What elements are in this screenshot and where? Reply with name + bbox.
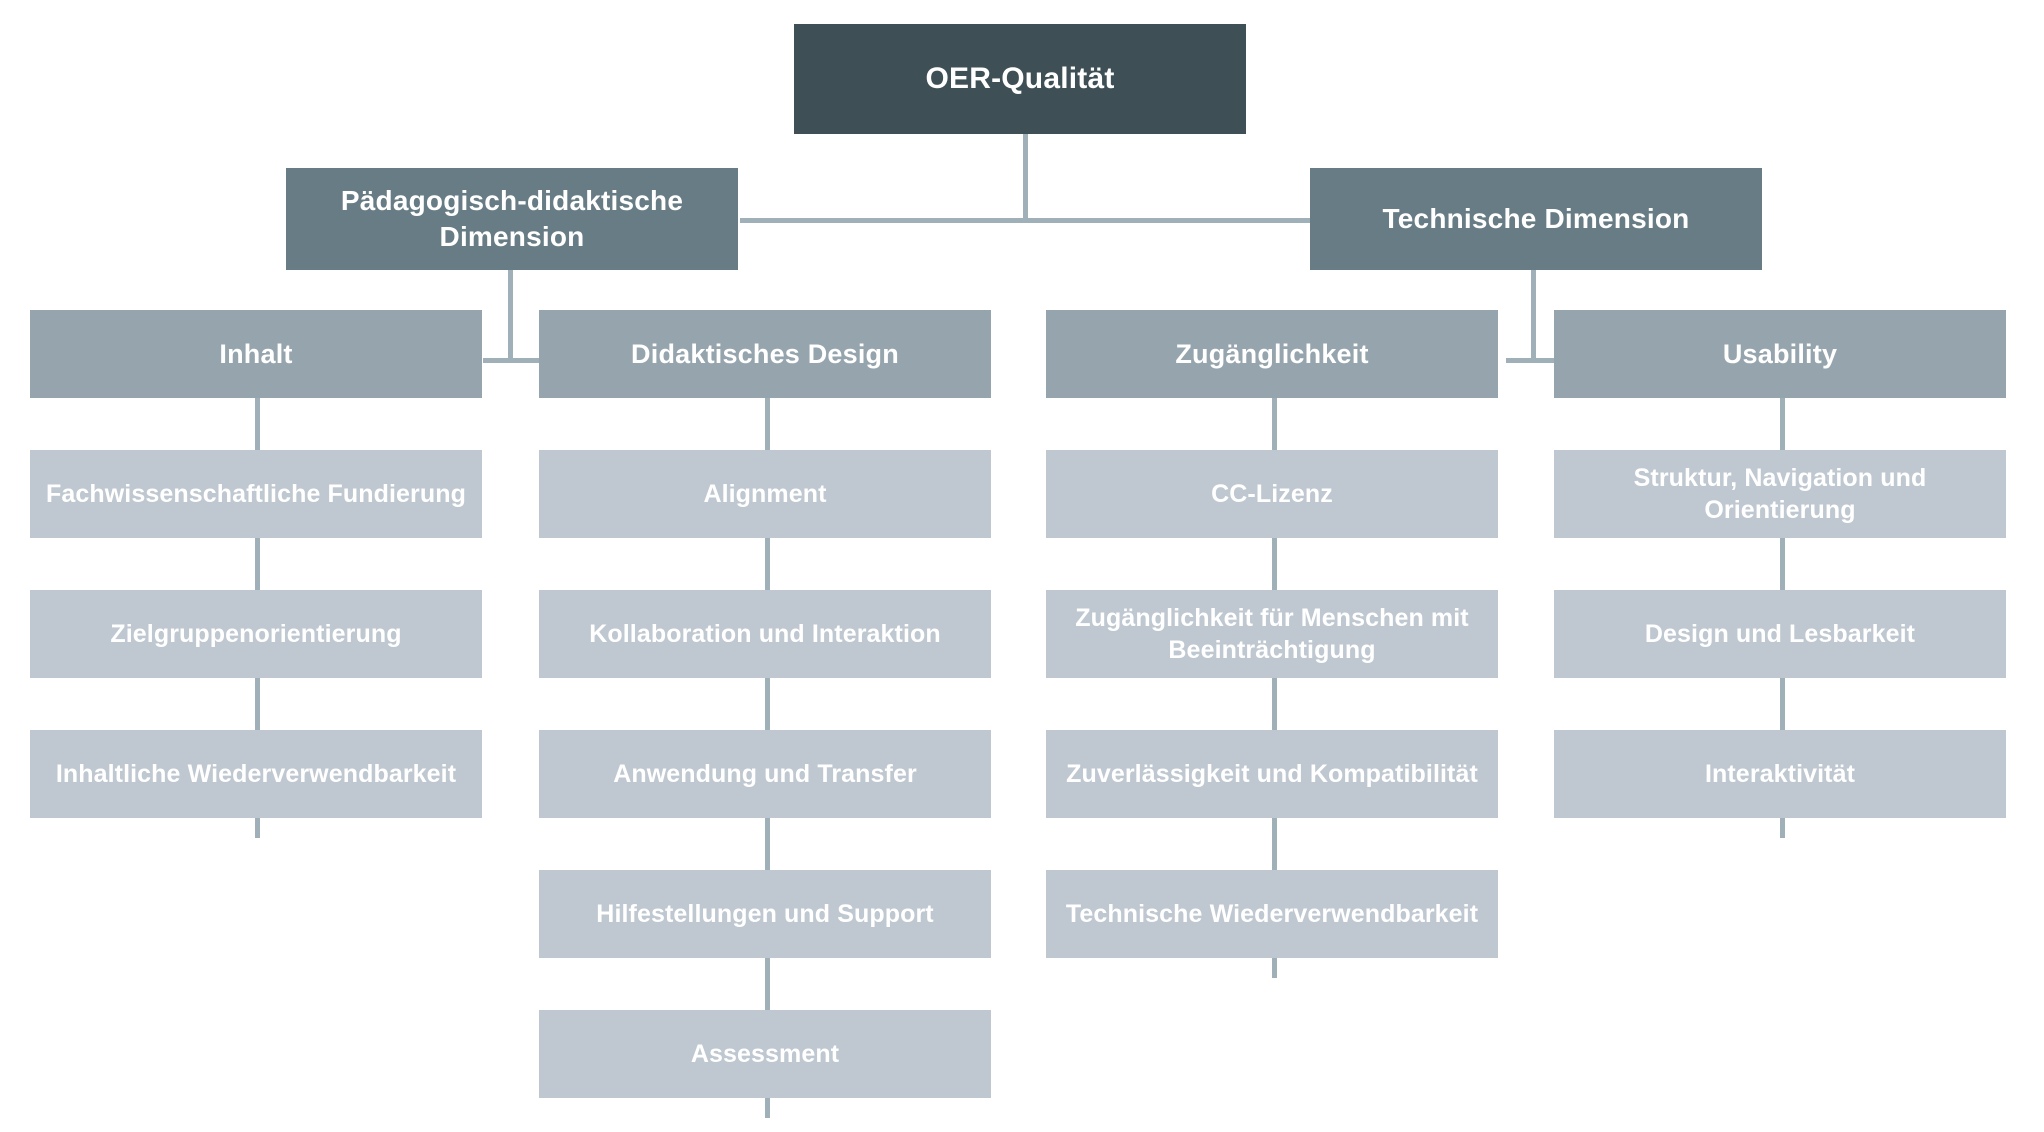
node-technische-dimension[interactable]: Technische Dimension <box>1310 168 1762 270</box>
node-fachwissenschaftliche-fundierung[interactable]: Fachwissenschaftliche Fundierung <box>30 450 482 538</box>
connector-paedagogisch-categories <box>483 358 546 363</box>
node-paedagogisch-didaktische-dimension[interactable]: Pädagogisch-didaktische Dimension <box>286 168 738 270</box>
node-oer-qualitaet[interactable]: OER-Qualität <box>794 24 1246 134</box>
node-hilfestellungen-und-support[interactable]: Hilfestellungen und Support <box>539 870 991 958</box>
connector-technische-down <box>1531 270 1536 363</box>
node-interaktivitaet[interactable]: Interaktivität <box>1554 730 2006 818</box>
connector-technische-categories <box>1506 358 1569 363</box>
node-zuverlaessigkeit-und-kompatibilitaet[interactable]: Zuverlässigkeit und Kompatibilität <box>1046 730 1498 818</box>
node-kollaboration-und-interaktion[interactable]: Kollaboration und Interaktion <box>539 590 991 678</box>
connector-zugaenglichkeit-spine <box>1272 398 1277 978</box>
node-inhaltliche-wiederverwendbarkeit[interactable]: Inhaltliche Wiederverwendbarkeit <box>30 730 482 818</box>
node-technische-wiederverwendbarkeit[interactable]: Technische Wiederverwendbarkeit <box>1046 870 1498 958</box>
node-inhalt[interactable]: Inhalt <box>30 310 482 398</box>
node-assessment[interactable]: Assessment <box>539 1010 991 1098</box>
node-struktur-navigation-und-orientierung[interactable]: Struktur, Navigation und Orientierung <box>1554 450 2006 538</box>
node-zugaenglichkeit[interactable]: Zugänglichkeit <box>1046 310 1498 398</box>
node-didaktisches-design[interactable]: Didaktisches Design <box>539 310 991 398</box>
node-zugaenglichkeit-fuer-menschen-mit-beeintraechtigung[interactable]: Zugänglichkeit für Menschen mit Beeinträ… <box>1046 590 1498 678</box>
node-usability[interactable]: Usability <box>1554 310 2006 398</box>
connector-dimension-spine <box>740 218 1310 223</box>
node-zielgruppenorientierung[interactable]: Zielgruppenorientierung <box>30 590 482 678</box>
node-cc-lizenz[interactable]: CC-Lizenz <box>1046 450 1498 538</box>
node-alignment[interactable]: Alignment <box>539 450 991 538</box>
connector-root-down <box>1023 133 1028 223</box>
connector-paedagogisch-down <box>508 270 513 363</box>
node-anwendung-und-transfer[interactable]: Anwendung und Transfer <box>539 730 991 818</box>
node-design-und-lesbarkeit[interactable]: Design und Lesbarkeit <box>1554 590 2006 678</box>
